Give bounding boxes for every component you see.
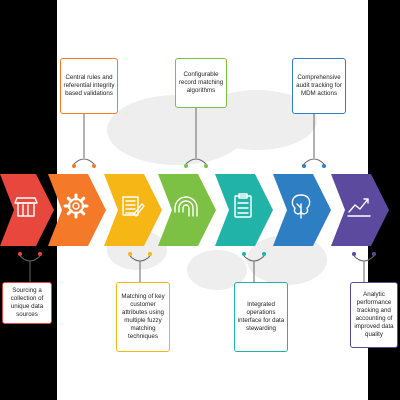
step-1-connector xyxy=(18,252,42,282)
clipboard-icon xyxy=(234,193,252,218)
step-1-arrow xyxy=(0,174,54,246)
fingerprint-icon xyxy=(174,196,198,217)
step-2-arrow xyxy=(48,174,106,246)
step-3-arrow xyxy=(104,174,162,246)
step-7-group xyxy=(331,174,389,282)
step-7-connector xyxy=(352,252,376,282)
step-6-arrow xyxy=(273,174,331,246)
world-map-background xyxy=(107,90,327,290)
tree-icon xyxy=(291,194,311,219)
step-6-text: Comprehensive audit tracking for MDM act… xyxy=(296,74,342,97)
step-3-group xyxy=(104,174,162,282)
step-3-text: Matching of key customer attributes usin… xyxy=(121,293,165,340)
step-2-connector xyxy=(72,114,96,168)
trend-chart-icon xyxy=(347,198,371,217)
step-4-text: Configurable record matching algorithms xyxy=(178,71,224,94)
step-6-group xyxy=(273,114,331,246)
step-2-text: Central rules and referential integrity … xyxy=(63,74,115,97)
step-7-callout: Analytic performance tracking and accoun… xyxy=(350,282,398,348)
step-5-connector xyxy=(242,252,266,282)
step-1-group xyxy=(14,197,42,282)
step-4-connector xyxy=(184,108,208,168)
gear-icon xyxy=(63,193,89,219)
step-5-group xyxy=(215,174,273,282)
step-4-group xyxy=(158,108,216,246)
step-6-connector xyxy=(302,114,326,168)
step-5-callout: Integrated operations interface for data… xyxy=(234,282,288,352)
step-3-connector xyxy=(128,252,152,282)
step-6-callout: Comprehensive audit tracking for MDM act… xyxy=(292,58,346,114)
step-3-callout: Matching of key customer attributes usin… xyxy=(116,282,170,352)
storefront-icon xyxy=(14,197,38,217)
step-5-text: Integrated operations interface for data… xyxy=(237,301,285,332)
step-5-arrow xyxy=(215,174,273,246)
step-2-group xyxy=(48,114,106,246)
step-1-callout: Sourcing a collection of unique data sou… xyxy=(2,282,52,324)
step-2-callout: Central rules and referential integrity … xyxy=(60,58,118,114)
step-1-text: Sourcing a collection of unique data sou… xyxy=(10,287,44,318)
step-7-arrow xyxy=(331,174,389,246)
step-4-arrow xyxy=(158,174,216,246)
step-7-text: Analytic performance tracking and accoun… xyxy=(354,291,394,338)
document-icon xyxy=(122,196,145,217)
step-4-callout: Configurable record matching algorithms xyxy=(175,58,227,108)
